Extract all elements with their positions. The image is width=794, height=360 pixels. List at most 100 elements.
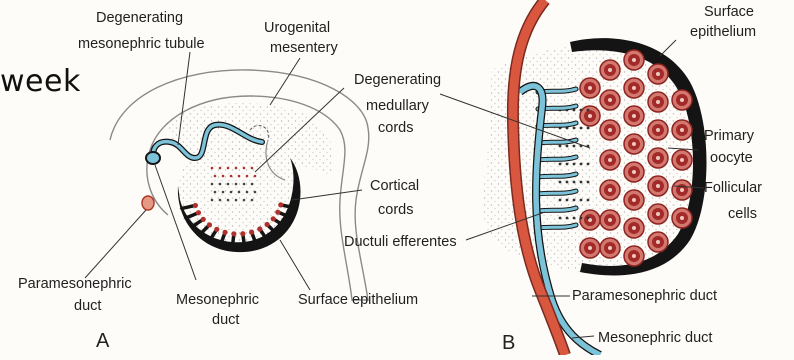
medullary-dot-b	[559, 181, 562, 184]
label-paramesonephric-a-line2: duct	[74, 298, 101, 314]
label-surface-b-line2: epithelium	[690, 24, 756, 40]
label-primary-oocyte-line1: Primary	[704, 128, 754, 144]
label-surface-b-line1: Surface	[704, 4, 754, 20]
oocyte-nucleus	[656, 100, 660, 104]
panel-letter-b: B	[502, 332, 515, 355]
cortical-cord-cell	[271, 216, 276, 221]
medullary-dot	[227, 167, 230, 170]
medullary-dot-b	[559, 145, 562, 148]
paramesonephric-duct-section	[142, 196, 154, 210]
medullary-dot-b	[566, 181, 569, 184]
medullary-dot-b	[566, 217, 569, 220]
medullary-dot-b	[559, 199, 562, 202]
medullary-dot	[235, 183, 238, 186]
label-surface-epithelium-a: Surface epithelium	[298, 292, 418, 308]
oocyte-nucleus	[608, 218, 612, 222]
medullary-dot	[243, 167, 246, 170]
medullary-dot	[222, 191, 225, 194]
medullary-dot-b	[587, 217, 590, 220]
leader-mesentery	[270, 58, 300, 105]
medullary-dot	[235, 167, 238, 170]
medullary-dot	[235, 199, 238, 202]
medullary-dot	[211, 199, 214, 202]
medullary-dot	[251, 167, 254, 170]
oocyte-nucleus	[632, 114, 636, 118]
medullary-dot-b	[573, 163, 576, 166]
label-medullary-line1: Degenerating	[354, 72, 441, 88]
label-paramesonephric-b: Paramesonephric duct	[572, 288, 717, 304]
medullary-dot	[254, 175, 257, 178]
oocyte-nucleus	[588, 86, 592, 90]
medullary-dot	[230, 191, 233, 194]
label-primary-oocyte-line2: oocyte	[710, 150, 753, 166]
oocyte-nucleus	[632, 58, 636, 62]
oocyte-nucleus	[680, 188, 684, 192]
oocyte-nucleus	[656, 212, 660, 216]
oocyte-nucleus	[608, 98, 612, 102]
oocyte-nucleus	[656, 72, 660, 76]
medullary-dot	[243, 183, 246, 186]
oocyte-nucleus	[632, 226, 636, 230]
leader-surface-b	[660, 40, 676, 56]
cortical-cord-cell	[214, 227, 219, 232]
oocyte-nucleus	[680, 128, 684, 132]
medullary-dot-b	[566, 145, 569, 148]
label-degenerating-tubule-line2: mesonephric tubule	[78, 36, 205, 52]
cortical-cord-cell	[275, 210, 280, 215]
medullary-dot	[251, 199, 254, 202]
label-mesonephric-a-line1: Mesonephric	[176, 292, 259, 308]
leader-paramesonephric-a	[85, 210, 146, 278]
oocyte-nucleus	[632, 198, 636, 202]
medullary-dot-b	[587, 127, 590, 130]
medullary-dot-b	[573, 127, 576, 130]
cortical-cord-cell	[222, 230, 227, 235]
fragment-text: week	[0, 64, 81, 99]
mesonephric-duct-section	[146, 152, 160, 164]
oocyte-nucleus	[632, 254, 636, 258]
medullary-dot	[251, 183, 254, 186]
medullary-dot-b	[573, 199, 576, 202]
medullary-dot	[211, 183, 214, 186]
medullary-dot	[230, 175, 233, 178]
medullary-dot-b	[573, 145, 576, 148]
medullary-dot	[254, 191, 257, 194]
medullary-dot-b	[587, 109, 590, 112]
oocyte-nucleus	[680, 158, 684, 162]
medullary-dot-b	[580, 127, 583, 130]
cortical-cord-cell	[207, 222, 212, 227]
oocyte-nucleus	[656, 156, 660, 160]
cortical-cord-cell	[196, 210, 201, 215]
medullary-dot-b	[573, 181, 576, 184]
medullary-dot	[219, 183, 222, 186]
leader-cortical	[292, 190, 362, 200]
medullary-dot-b	[559, 163, 562, 166]
medullary-dot	[214, 175, 217, 178]
oocyte-nucleus	[608, 188, 612, 192]
label-paramesonephric-a-line1: Paramesonephric	[18, 276, 132, 292]
medullary-dot-b	[580, 163, 583, 166]
medullary-dot	[227, 183, 230, 186]
medullary-dot	[238, 191, 241, 194]
medullary-dot-b	[580, 109, 583, 112]
oocyte-nucleus	[656, 184, 660, 188]
cortical-cord-cell	[257, 226, 262, 231]
label-cortical-line2: cords	[378, 202, 413, 218]
label-mesonephric-b: Mesonephric duct	[598, 330, 712, 346]
label-mesonephric-a-line2: duct	[212, 312, 239, 328]
medullary-dot-b	[580, 199, 583, 202]
label-urogenital-line1: Urogenital	[264, 20, 330, 36]
cortical-cord-cell	[231, 231, 236, 236]
label-urogenital-line2: mesentery	[270, 40, 338, 56]
label-degenerating-tubule-line1: Degenerating	[96, 10, 183, 26]
oocyte-nucleus	[608, 246, 612, 250]
oocyte-nucleus	[608, 158, 612, 162]
medullary-dot	[238, 175, 241, 178]
cortical-cord-cell	[278, 202, 283, 207]
medullary-dot	[214, 191, 217, 194]
medullary-dot-b	[566, 199, 569, 202]
medullary-dot	[222, 175, 225, 178]
oocyte-nucleus	[632, 170, 636, 174]
medullary-dot-b	[587, 199, 590, 202]
cortical-cord-cell	[201, 217, 206, 222]
